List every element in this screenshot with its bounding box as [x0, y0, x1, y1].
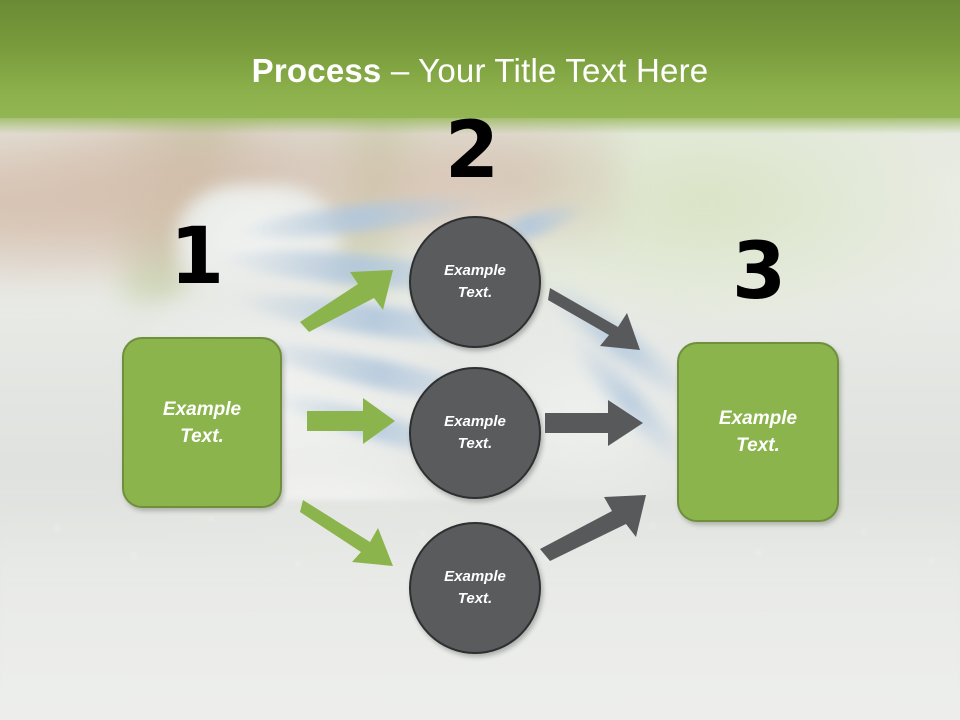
start-box-text: Example Text. [163, 396, 241, 450]
arrow-green-down-icon [300, 500, 393, 566]
step-number-2: 2 [444, 106, 500, 196]
circle-top-line1: Example [444, 262, 506, 279]
circle-bottom-line2: Text. [457, 590, 493, 607]
step-number-3: 3 [731, 227, 787, 317]
circle-node-middle-text: Example Text. [444, 411, 506, 455]
circle-bottom-line1: Example [444, 568, 506, 585]
page-title: Process – Your Title Text Here [0, 52, 960, 90]
page-title-strong: Process [251, 52, 382, 89]
circle-top-line2: Text. [457, 284, 493, 301]
end-box-text: Example Text. [719, 405, 797, 459]
circle-middle-line2: Text. [457, 435, 493, 452]
start-box-line1: Example [162, 398, 242, 420]
circle-node-bottom[interactable]: Example Text. [409, 522, 541, 654]
arrow-green-up-icon [300, 270, 393, 332]
arrow-grey-down-icon [540, 495, 646, 561]
circle-middle-line1: Example [444, 413, 506, 430]
start-box-line2: Text. [180, 425, 224, 447]
step-number-1: 1 [169, 212, 225, 302]
end-box[interactable]: Example Text. [677, 342, 839, 522]
end-box-line2: Text. [736, 435, 780, 456]
arrow-green-middle-icon [307, 398, 395, 444]
page-title-light: – Your Title Text Here [381, 52, 709, 89]
start-box[interactable]: Example Text. [122, 337, 282, 508]
circle-node-top-text: Example Text. [444, 260, 506, 304]
arrow-grey-middle-icon [545, 400, 643, 446]
circle-node-bottom-text: Example Text. [444, 566, 506, 610]
header-band [0, 0, 960, 134]
circle-node-top[interactable]: Example Text. [409, 216, 541, 348]
end-box-line1: Example [718, 408, 798, 429]
circle-node-middle[interactable]: Example Text. [409, 367, 541, 499]
arrow-grey-up-icon [548, 288, 640, 350]
